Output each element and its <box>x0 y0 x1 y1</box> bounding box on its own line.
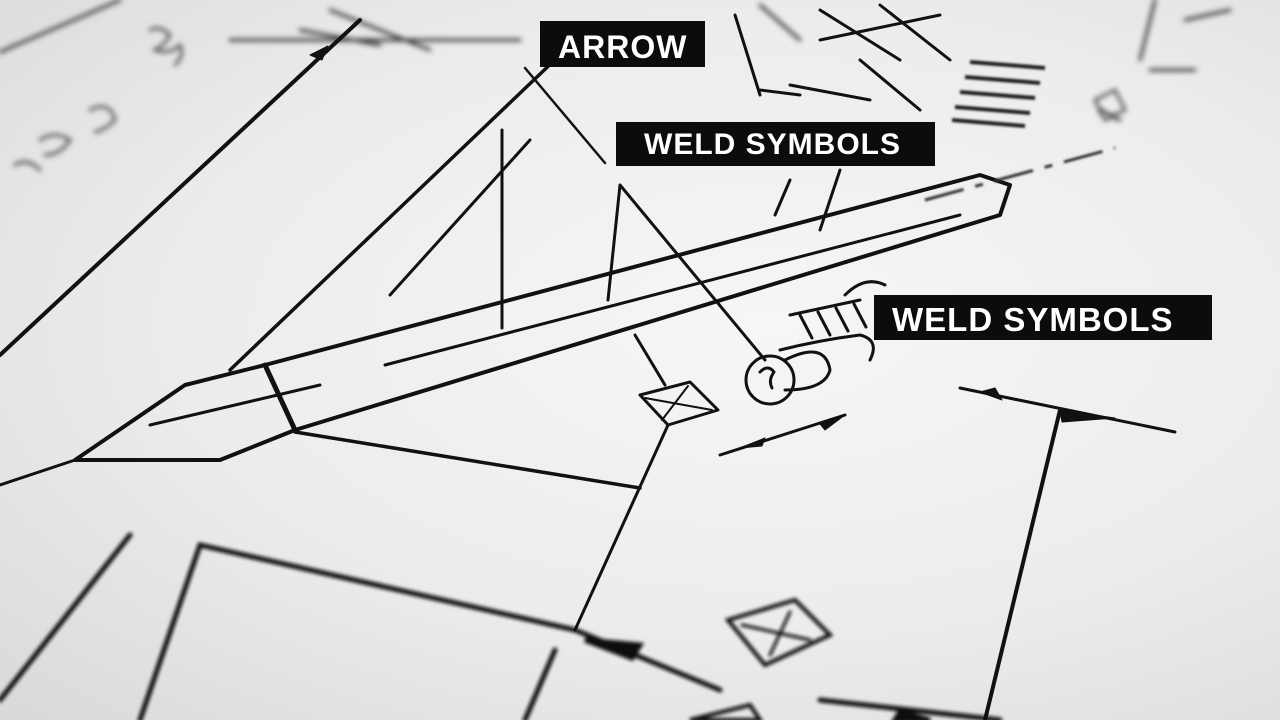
callout-weld-symbols-handwritten-text: WELD SYMBOLS <box>644 128 901 161</box>
callout-arrow-text: ARROW <box>558 29 688 65</box>
main-linework <box>0 3 1177 720</box>
foreground-linework <box>0 532 1003 720</box>
callout-weld-symbols-text: WELD SYMBOLS <box>892 301 1174 338</box>
callout-arrow-label: ARROW <box>540 21 706 67</box>
blurred-handwriting <box>13 26 1128 172</box>
callout-weld-symbols-handwritten: WELD SYMBOLS <box>616 122 935 166</box>
callout-weld-symbols: WELD SYMBOLS <box>874 295 1212 340</box>
background-lines <box>0 0 1232 122</box>
hatched-block <box>951 60 1046 128</box>
